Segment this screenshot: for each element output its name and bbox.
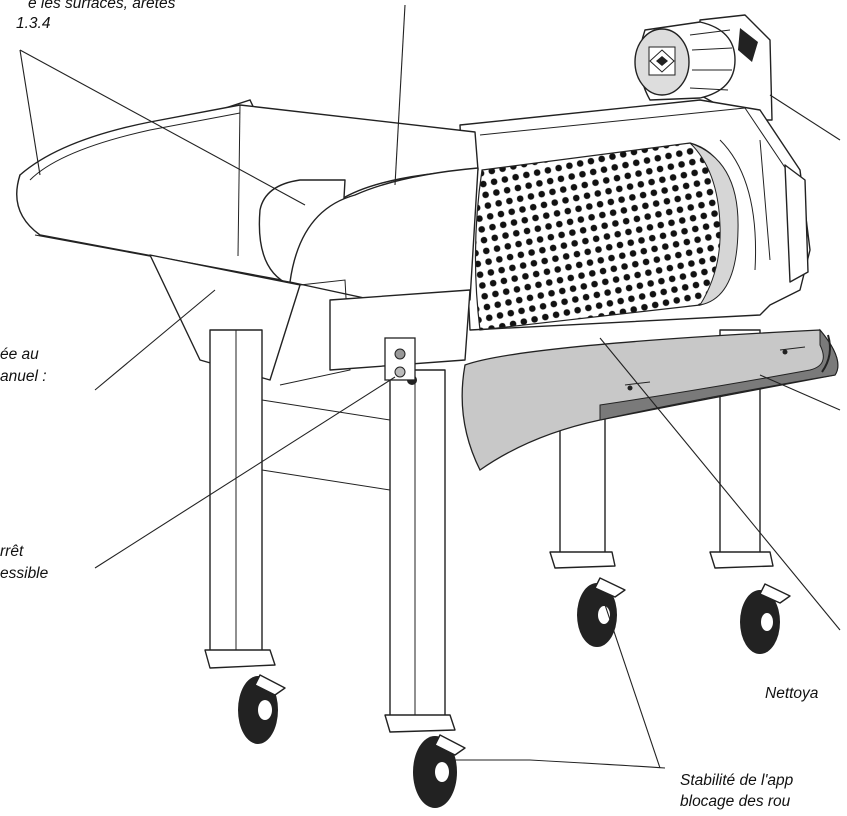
perforated-drum: [474, 142, 736, 331]
label-left-middle-1: ée au: [0, 346, 39, 363]
collection-tray: [461, 328, 839, 471]
stop-button-box: [384, 337, 416, 381]
label-top-left-1: e les surfaces, arêtes: [28, 0, 176, 12]
label-right-bottom: Nettoya: [765, 685, 819, 702]
leader-lines: [19, 4, 841, 769]
label-bottom-2: blocage des rou: [680, 793, 791, 810]
label-bottom-1: Stabilité de l'app: [680, 772, 794, 789]
label-left-lower-1: rrêt: [0, 543, 24, 560]
motor: [634, 14, 773, 121]
caster-wheels: [204, 551, 791, 808]
label-top-left-2: 1.3.4: [16, 15, 51, 32]
label-left-lower-2: essible: [0, 565, 49, 582]
drum-housing: [459, 99, 811, 331]
hopper: [16, 99, 479, 386]
label-left-middle-2: anuel :: [0, 368, 47, 385]
